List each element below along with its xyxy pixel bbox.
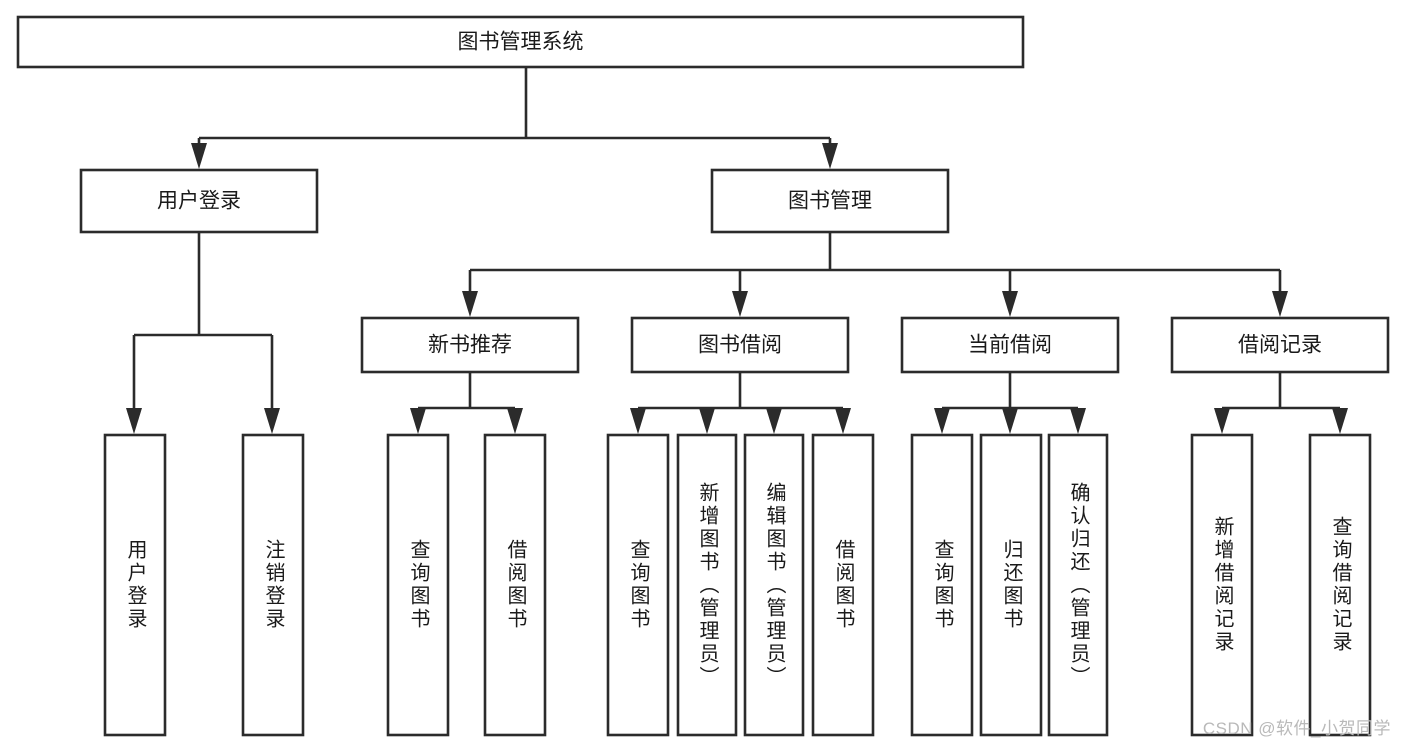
node-label-level2-0: 用户登录 <box>157 190 241 213</box>
arrow-head-icon <box>1332 408 1348 434</box>
node-box-leaf-2[interactable] <box>386 433 450 737</box>
arrow-head-icon <box>126 408 142 434</box>
node-label-level3-0: 新书推荐 <box>428 334 512 357</box>
node-box-leaf-12[interactable] <box>1308 433 1372 737</box>
node-box-leaf-6[interactable] <box>743 433 805 737</box>
node-box-leaf-3[interactable] <box>483 433 547 737</box>
boxes-layer <box>16 15 1390 737</box>
arrow-head-icon <box>507 408 523 434</box>
arrow-head-icon <box>630 408 646 434</box>
node-box-leaf-7[interactable] <box>811 433 875 737</box>
arrow-head-icon <box>934 408 950 434</box>
node-box-level3-3[interactable] <box>1170 316 1390 374</box>
node-box-leaf-4[interactable] <box>606 433 670 737</box>
node-label-level3-1: 图书借阅 <box>698 334 782 357</box>
node-box-root-0[interactable] <box>16 15 1025 69</box>
arrow-head-icon <box>822 143 838 169</box>
node-box-level3-1[interactable] <box>630 316 850 374</box>
arrow-head-icon <box>1070 408 1086 434</box>
node-label-level2-1: 图书管理 <box>788 190 872 213</box>
node-box-leaf-9[interactable] <box>979 433 1043 737</box>
arrow-head-icon <box>732 291 748 317</box>
arrow-head-icon <box>1002 291 1018 317</box>
arrow-head-icon <box>766 408 782 434</box>
node-box-leaf-10[interactable] <box>1047 433 1109 737</box>
node-label-root-0: 图书管理系统 <box>458 31 584 54</box>
node-box-leaf-1[interactable] <box>241 433 305 737</box>
node-box-level2-0[interactable] <box>79 168 319 234</box>
node-label-level3-2: 当前借阅 <box>968 334 1052 357</box>
node-box-level3-2[interactable] <box>900 316 1120 374</box>
arrow-head-icon <box>1214 408 1230 434</box>
arrow-head-icon <box>1002 408 1018 434</box>
node-label-level3-3: 借阅记录 <box>1238 334 1322 357</box>
arrow-head-icon <box>835 408 851 434</box>
node-box-leaf-0[interactable] <box>103 433 167 737</box>
watermark-text: CSDN @软件_小贺同学 <box>1202 719 1391 738</box>
arrow-head-icon <box>462 291 478 317</box>
edges-layer <box>126 67 1348 434</box>
node-box-leaf-8[interactable] <box>910 433 974 737</box>
node-box-leaf-5[interactable] <box>676 433 738 737</box>
arrow-head-icon <box>264 408 280 434</box>
arrow-head-icon <box>191 143 207 169</box>
arrow-head-icon <box>410 408 426 434</box>
arrow-head-icon <box>699 408 715 434</box>
node-box-level3-0[interactable] <box>360 316 580 374</box>
node-box-level2-1[interactable] <box>710 168 950 234</box>
arrow-head-icon <box>1272 291 1288 317</box>
node-box-leaf-11[interactable] <box>1190 433 1254 737</box>
